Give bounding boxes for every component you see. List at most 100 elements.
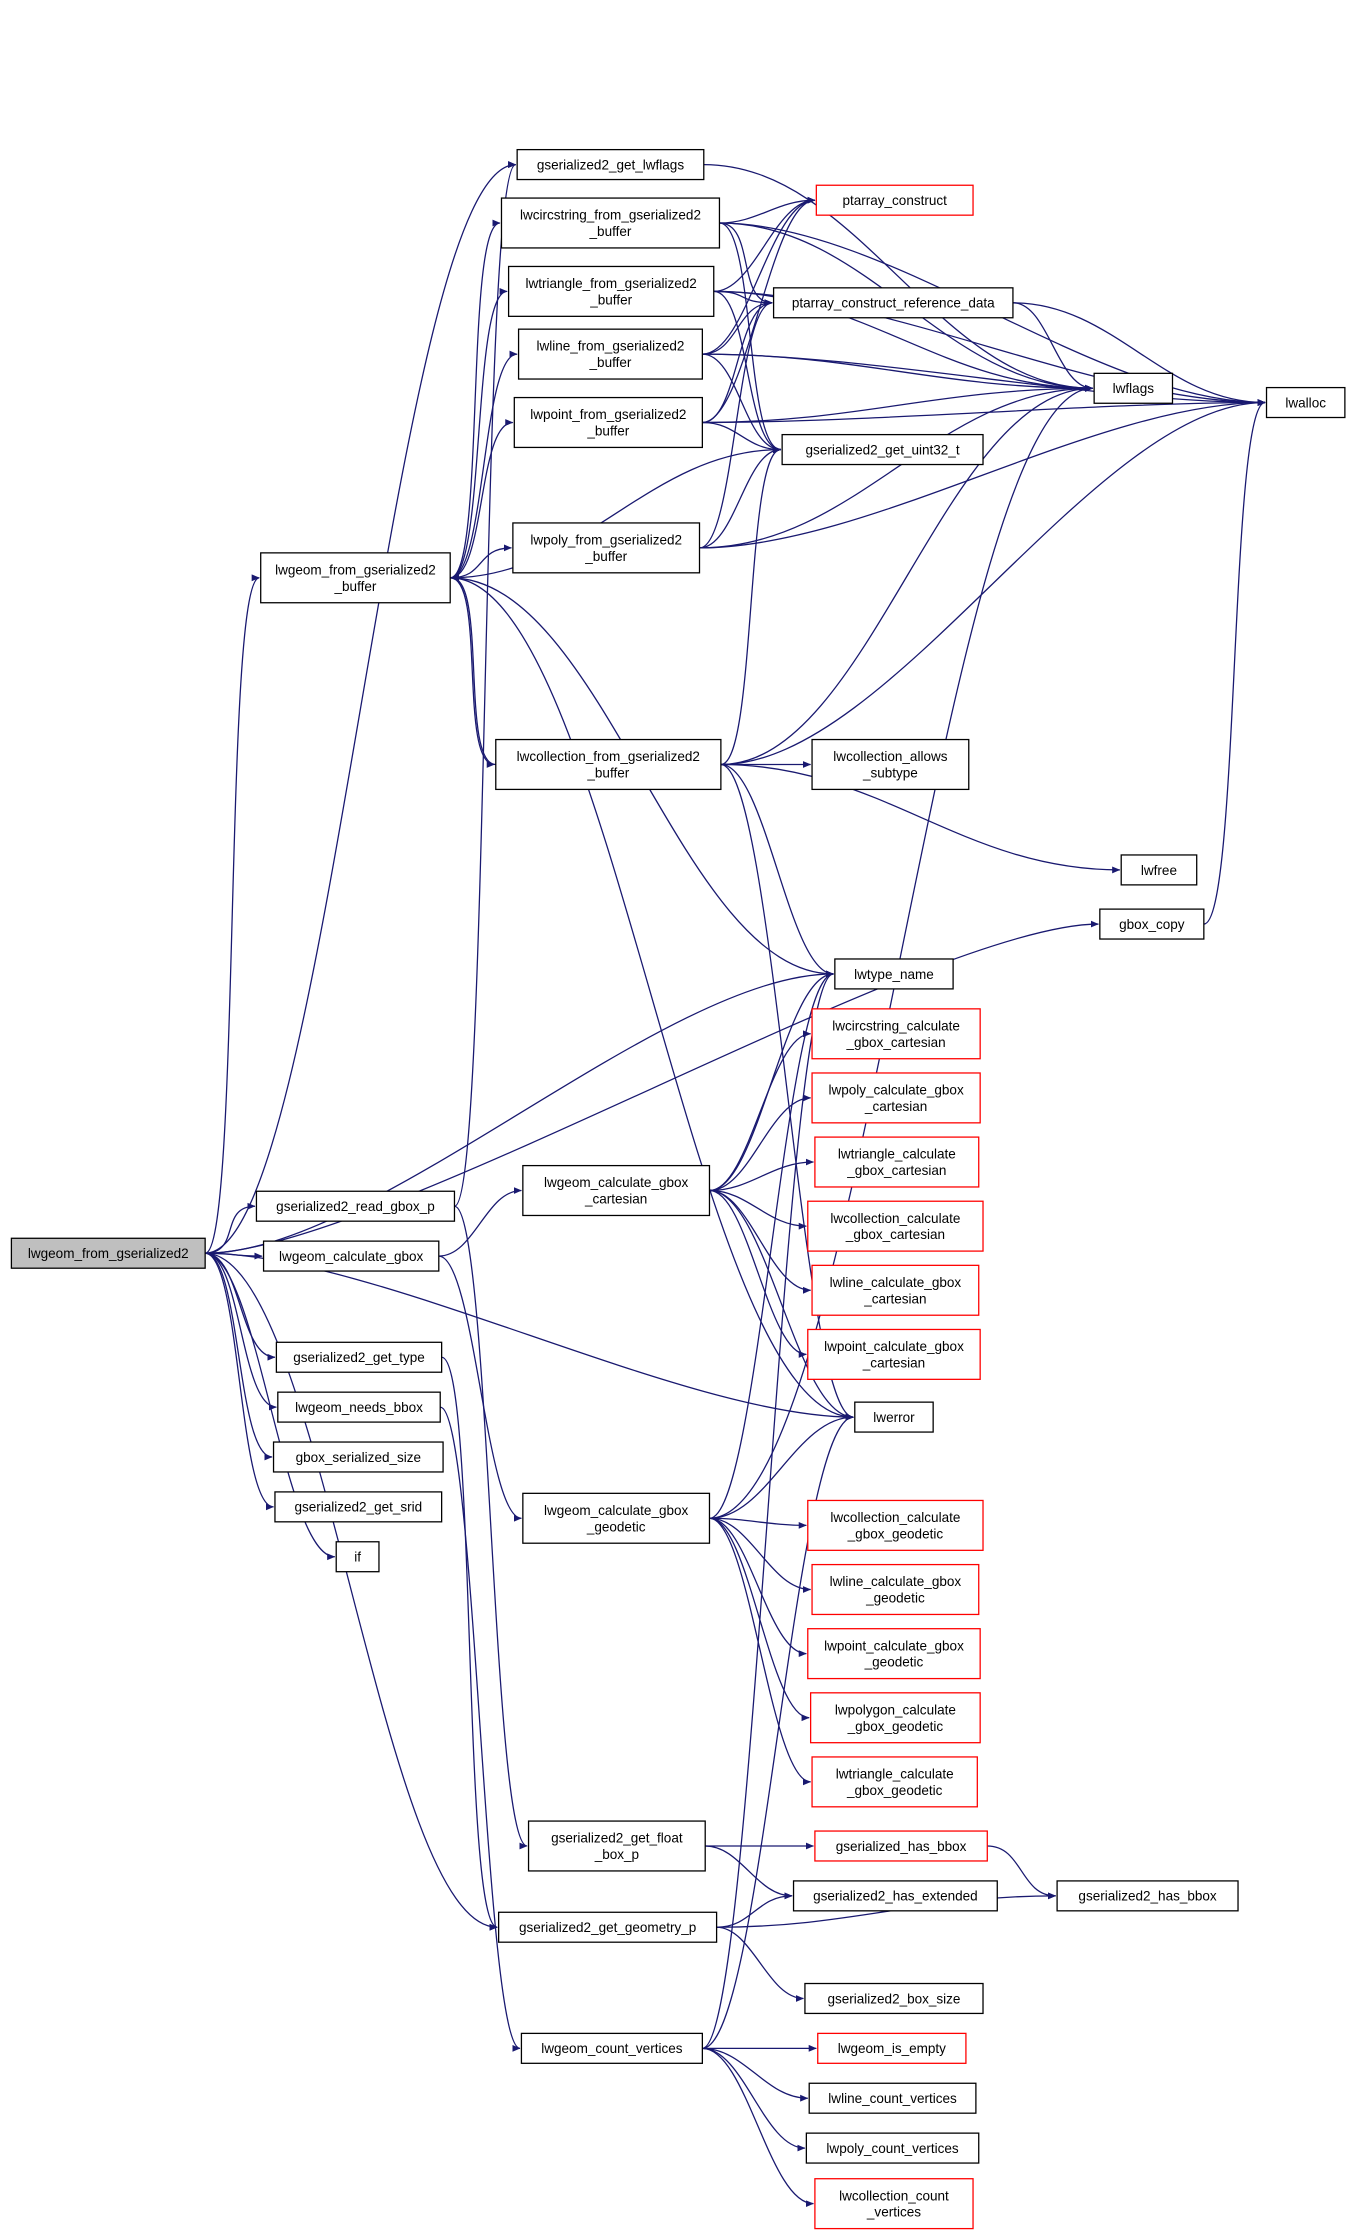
node-box — [815, 184, 974, 216]
node-box — [255, 1190, 456, 1222]
node-calc_gbox[interactable]: lwgeom_calculate_gbox — [262, 1240, 440, 1272]
node-box — [522, 1492, 711, 1544]
node-float_box_p[interactable]: gserialized2_get_float_box_p — [527, 1820, 706, 1872]
node-read_gbox_p[interactable]: gserialized2_read_gbox_p — [255, 1190, 456, 1222]
node-label: gserialized2_get_float — [551, 1831, 683, 1846]
node-get_geometry_p[interactable]: gserialized2_get_geometry_p — [497, 1911, 718, 1943]
edge-point_buffer-lwalloc — [702, 399, 1266, 424]
node-buffer[interactable]: lwgeom_from_gserialized2_buffer — [260, 552, 451, 604]
node-box_size[interactable]: gserialized2_box_size — [804, 1982, 984, 2015]
node-poly_count[interactable]: lwpoly_count_vertices — [805, 2132, 980, 2164]
node-calc_cartesian[interactable]: lwgeom_calculate_gbox_cartesian — [522, 1164, 711, 1217]
node-ptarray_construct[interactable]: ptarray_construct — [815, 184, 974, 216]
node-label: gserialized2_has_extended — [813, 1889, 978, 1904]
node-poly_cart[interactable]: lwpoly_calculate_gbox_cartesian — [811, 1072, 981, 1124]
node-label: lwgeom_calculate_gbox — [544, 1503, 688, 1518]
node-box — [854, 1401, 934, 1433]
node-point_cart[interactable]: lwpoint_calculate_gbox_cartesian — [807, 1328, 981, 1380]
node-box — [10, 1237, 206, 1269]
node-circ_buffer[interactable]: lwcircstring_from_gserialized2_buffer — [500, 197, 721, 249]
node-get_lwflags[interactable]: gserialized2_get_lwflags — [516, 148, 705, 181]
node-label: lwpoly_from_gserialized2 — [530, 533, 682, 548]
edge-coll_buffer-lwfree — [720, 763, 1121, 874]
node-polygon_geo[interactable]: lwpolygon_calculate_gbox_geodetic — [809, 1692, 981, 1744]
node-label: _cartesian — [862, 1355, 925, 1370]
edge-tri_buffer-ptarray_construct — [713, 196, 816, 293]
edge-main-buffer — [204, 574, 260, 1254]
node-has_extended[interactable]: gserialized2_has_extended — [792, 1880, 998, 1912]
node-label: _box_p — [594, 1847, 639, 1862]
node-box — [811, 1563, 980, 1616]
node-label: lwgeom_calculate_gbox — [279, 1249, 423, 1264]
node-coll_count[interactable]: lwcollection_count_vertices — [814, 2178, 974, 2230]
node-label: lwline_calculate_gbox — [830, 1275, 962, 1290]
node-label: lwcollection_from_gserialized2 — [517, 749, 700, 764]
edge-calc_cartesian-coll_cart — [709, 1189, 807, 1230]
node-g_has_bbox[interactable]: gserialized_has_bbox — [814, 1830, 988, 1862]
node-label: lwtriangle_calculate — [836, 1767, 954, 1782]
node-tri_cart[interactable]: lwtriangle_calculate_gbox_cartesian — [814, 1136, 980, 1188]
node-box — [262, 1240, 440, 1272]
edge-poly_buffer-get_uint32 — [699, 446, 782, 549]
node-coll_cart[interactable]: lwcollection_calculate_gbox_cartesian — [807, 1200, 984, 1252]
node-get_uint32[interactable]: gserialized2_get_uint32_t — [781, 433, 984, 466]
node-label: gserialized2_box_size — [827, 1991, 960, 2006]
edge-get_geometry_p-has_extended — [716, 1892, 793, 1928]
node-line_buffer[interactable]: lwline_from_gserialized2_buffer — [517, 328, 703, 380]
node-poly_buffer[interactable]: lwpoly_from_gserialized2_buffer — [512, 522, 701, 574]
node-lwalloc[interactable]: lwalloc — [1265, 386, 1346, 419]
node-box — [814, 1830, 988, 1862]
edge-layer — [204, 161, 1266, 2208]
node-if[interactable]: if — [335, 1541, 380, 1573]
node-label: _geodetic — [864, 1655, 924, 1670]
node-ptarray_ref[interactable]: ptarray_construct_reference_data — [772, 287, 1014, 319]
node-coll_buffer[interactable]: lwcollection_from_gserialized2_buffer — [495, 738, 722, 791]
edge-ptarray_ref-lwflags — [1012, 302, 1094, 392]
node-box — [1093, 372, 1174, 404]
edge-calc_cartesian-point_cart — [709, 1189, 807, 1358]
edge-tri_buffer-lwflags — [713, 290, 1094, 392]
node-lwfree[interactable]: lwfree — [1120, 854, 1198, 886]
node-label: lwalloc — [1285, 395, 1326, 410]
edge-main-gbox_copy — [205, 920, 1099, 1254]
node-line_count[interactable]: lwline_count_vertices — [808, 2082, 977, 2114]
node-box — [335, 1541, 380, 1573]
node-needs_bbox[interactable]: lwgeom_needs_bbox — [277, 1391, 441, 1423]
node-label: lwflags — [1113, 381, 1155, 396]
node-line_cart[interactable]: lwline_calculate_gbox_cartesian — [811, 1264, 980, 1316]
node-label: lwpoint_calculate_gbox — [824, 1339, 964, 1354]
node-point_geo[interactable]: lwpoint_calculate_gbox_geodetic — [807, 1628, 981, 1680]
node-is_empty[interactable]: lwgeom_is_empty — [817, 2032, 967, 2064]
node-point_buffer[interactable]: lwpoint_from_gserialized2_buffer — [513, 396, 703, 449]
node-lwtype_name[interactable]: lwtype_name — [834, 958, 954, 990]
node-label: gserialized2_get_srid — [294, 1500, 422, 1515]
edge-gbox_copy-lwalloc — [1203, 399, 1266, 925]
node-label: _cartesian — [864, 1099, 927, 1114]
node-calc_geodetic[interactable]: lwgeom_calculate_gbox_geodetic — [522, 1492, 711, 1544]
node-coll_geo[interactable]: lwcollection_calculate_gbox_geodetic — [807, 1499, 984, 1551]
node-lwflags[interactable]: lwflags — [1093, 372, 1174, 404]
node-lwerror[interactable]: lwerror — [854, 1401, 934, 1433]
edge-get_geometry_p-g2_has_bbox — [716, 1892, 1057, 1928]
node-get_srid[interactable]: gserialized2_get_srid — [274, 1491, 443, 1523]
node-coll_allows[interactable]: lwcollection_allows_subtype — [811, 738, 970, 791]
node-circ_cart[interactable]: lwcircstring_calculate_gbox_cartesian — [811, 1008, 981, 1060]
node-line_geo[interactable]: lwline_calculate_gbox_geodetic — [811, 1563, 980, 1616]
node-box — [809, 1692, 981, 1744]
edge-calc_geodetic-lwtype_name — [709, 970, 834, 1519]
node-g2_has_bbox[interactable]: gserialized2_has_bbox — [1056, 1880, 1239, 1912]
node-box — [807, 1499, 984, 1551]
node-main[interactable]: lwgeom_from_gserialized2 — [10, 1237, 206, 1269]
node-tri_geo[interactable]: lwtriangle_calculate_gbox_geodetic — [811, 1756, 978, 1808]
node-gbox_serialized_size[interactable]: gbox_serialized_size — [272, 1441, 444, 1473]
node-tri_buffer[interactable]: lwtriangle_from_gserialized2_buffer — [507, 265, 715, 317]
node-box — [1099, 908, 1205, 940]
edge-buffer-tri_buffer — [450, 288, 508, 579]
node-gbox_copy[interactable]: gbox_copy — [1099, 908, 1205, 940]
node-label: _vertices — [866, 2205, 921, 2220]
node-get_type[interactable]: gserialized2_get_type — [275, 1341, 443, 1373]
edge-main-needs_bbox — [205, 1252, 277, 1411]
node-count_vertices[interactable]: lwgeom_count_vertices — [520, 2032, 703, 2064]
node-box — [811, 1008, 981, 1060]
